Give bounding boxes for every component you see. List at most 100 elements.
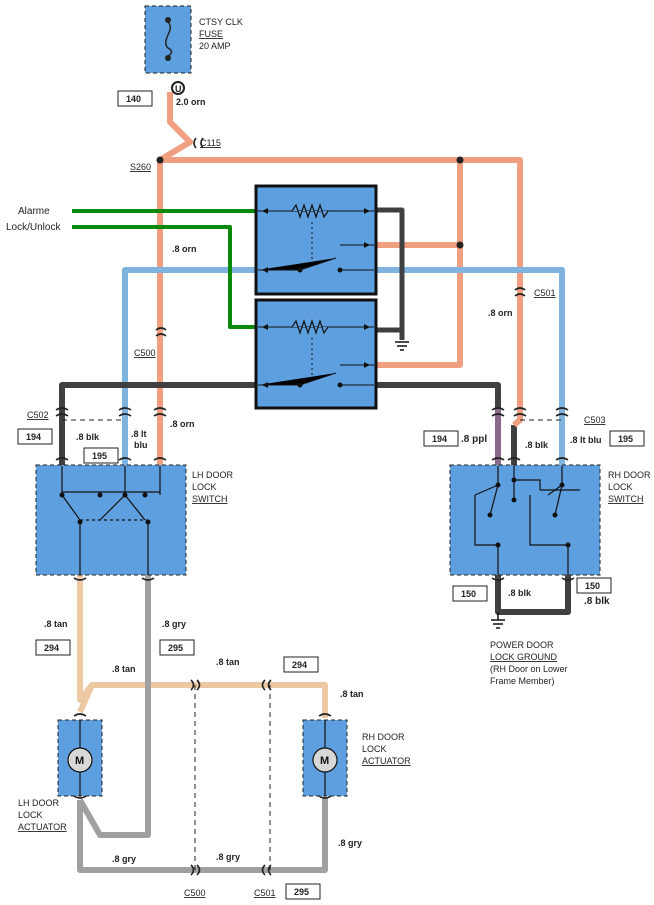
circuit-box-140 bbox=[117, 90, 153, 107]
circuit-label-195-rh: 195 bbox=[618, 434, 633, 444]
relay-ground-icon bbox=[395, 341, 409, 351]
rh-motor-icon bbox=[312, 747, 338, 773]
splice-dot-orange-2 bbox=[456, 241, 464, 249]
gray-bottom-wire bbox=[77, 798, 328, 873]
wire-label-tan-mid: .8 tan bbox=[112, 664, 136, 674]
circuit-box-194-rh bbox=[423, 430, 459, 447]
ground-label-2: LOCK GROUND bbox=[490, 652, 558, 662]
wire-label-tan-center: .8 tan bbox=[216, 657, 240, 667]
wire-label-orn-lh: .8 orn bbox=[170, 419, 195, 429]
black-rh-ground-wire bbox=[495, 575, 571, 615]
black-rh-wire bbox=[376, 382, 501, 408]
alarm-label-2: Lock/Unlock bbox=[6, 222, 61, 233]
orange-feed-wire-2 bbox=[460, 157, 523, 408]
blue-lh-wire bbox=[122, 267, 258, 465]
door-ground-icon bbox=[491, 612, 505, 629]
wire-label-gry-bottom-left: .8 gry bbox=[112, 854, 136, 864]
circuit-label-294-lh: 294 bbox=[44, 643, 59, 653]
circuit-label-294-rh: 294 bbox=[292, 660, 307, 670]
fuse-label-2: FUSE bbox=[199, 29, 223, 39]
wire-label-gry-bottom-center: .8 gry bbox=[216, 852, 240, 862]
splice-dot-orange-1 bbox=[456, 156, 464, 164]
wire-label-orn-center: .8 orn bbox=[172, 244, 197, 254]
lh-actuator-label-1: LH DOOR bbox=[18, 798, 60, 808]
fuse-wire-label: 2.0 orn bbox=[176, 97, 206, 107]
connector-c115-label: C115 bbox=[200, 138, 221, 148]
circuit-box-195-rh bbox=[609, 430, 645, 447]
ground-note-2: Frame Member) bbox=[490, 676, 555, 686]
black-ground-lower bbox=[376, 327, 405, 340]
circuit-box-150-right bbox=[576, 577, 612, 594]
gray-lh-wire bbox=[77, 575, 151, 838]
green-alarm-wire-2 bbox=[72, 225, 258, 329]
circuit-label-295-lh: 295 bbox=[168, 643, 183, 653]
tan-lh-wire bbox=[77, 575, 328, 718]
splice-s260-dot bbox=[156, 156, 164, 164]
relay-lower bbox=[254, 298, 378, 410]
wire-label-blk-ground-right: .8 blk bbox=[584, 596, 610, 607]
rh-actuator-label-2: LOCK bbox=[362, 744, 387, 754]
circuit-box-150-left bbox=[452, 585, 488, 602]
lh-switch-label-3: SWITCH bbox=[192, 494, 228, 504]
circuit-box-195-lh bbox=[83, 447, 119, 464]
connector-c501-bottom-label: C501 bbox=[254, 888, 276, 898]
wire-label-lt-lh: .8 lt bbox=[131, 429, 147, 439]
connector-c502-label: C502 bbox=[27, 410, 49, 420]
circuit-box-295-lh bbox=[159, 639, 195, 656]
circuit-label-295-bottom: 295 bbox=[294, 887, 309, 897]
lh-actuator-label-3: ACTUATOR bbox=[18, 822, 67, 832]
connector-c501-label: C501 bbox=[534, 288, 556, 298]
black-ground-upper bbox=[376, 207, 405, 330]
lh-actuator-label-2: LOCK bbox=[18, 810, 43, 820]
lh-switch-label-1: LH DOOR bbox=[192, 470, 234, 480]
splice-s260-label: S260 bbox=[130, 162, 151, 172]
lh-door-lock-actuator bbox=[57, 719, 103, 797]
wire-label-blk-ground: .8 blk bbox=[508, 588, 532, 598]
wire-label-tan-rh: .8 tan bbox=[340, 689, 364, 699]
fuse: U bbox=[144, 5, 192, 95]
lh-door-lock-switch bbox=[35, 464, 187, 576]
blue-rh-wire bbox=[376, 267, 565, 465]
black-lh-wire bbox=[59, 382, 258, 465]
svg-text:U: U bbox=[175, 84, 182, 94]
wire-label-blu-lh: blu bbox=[134, 440, 148, 450]
connector-symbols bbox=[55, 137, 575, 876]
fuse-label-1: CTSY CLK bbox=[199, 17, 243, 27]
lh-motor-label: M bbox=[75, 755, 84, 767]
connector-c500-label: C500 bbox=[134, 348, 156, 358]
wire-label-tan-lh: .8 tan bbox=[44, 619, 68, 629]
circuit-label-194-rh: 194 bbox=[432, 434, 447, 444]
wire-label-orn-right: .8 orn bbox=[488, 308, 513, 318]
wire-label-ppl-rh: .8 ppl bbox=[461, 434, 487, 445]
rh-actuator-label-1: RH DOOR bbox=[362, 732, 405, 742]
rh-door-lock-actuator bbox=[302, 719, 348, 797]
fuse-label-3: 20 AMP bbox=[199, 41, 231, 51]
circuit-label-195-lh: 195 bbox=[92, 451, 107, 461]
wire-label-blk-rh: .8 blk bbox=[525, 440, 549, 450]
dashed-lines bbox=[62, 419, 562, 870]
wire-label-ltblu-rh: .8 lt blu bbox=[570, 435, 602, 445]
lh-motor-icon bbox=[67, 747, 93, 773]
wire-label-blk-lh: .8 blk bbox=[76, 432, 100, 442]
ground-note-1: (RH Door on Lower bbox=[490, 664, 568, 674]
rh-door-lock-switch bbox=[449, 464, 601, 576]
alarm-label-1: Alarme bbox=[18, 206, 50, 217]
wire-label-gry-rh: .8 gry bbox=[338, 838, 362, 848]
circuit-box-294-lh bbox=[35, 639, 71, 656]
lh-switch-label-2: LOCK bbox=[192, 482, 217, 492]
rh-motor-label: M bbox=[320, 755, 329, 767]
wire-label-gry-lh: .8 gry bbox=[162, 619, 186, 629]
orange-branch-to-relay bbox=[376, 160, 463, 368]
connector-c500-bottom-label: C500 bbox=[184, 888, 206, 898]
rh-actuator-label-3: ACTUATOR bbox=[362, 756, 411, 766]
orange-rh-wire bbox=[512, 408, 523, 428]
circuit-box-194-lh bbox=[17, 428, 53, 445]
tan-lh-drop bbox=[77, 683, 95, 714]
ground-label-1: POWER DOOR bbox=[490, 640, 554, 650]
relay-upper bbox=[254, 184, 378, 296]
circuit-label-140: 140 bbox=[126, 94, 141, 104]
orange-feed-wire bbox=[157, 92, 460, 163]
circuit-label-194-lh: 194 bbox=[26, 432, 41, 442]
rh-switch-label-1: RH DOOR bbox=[608, 470, 651, 480]
